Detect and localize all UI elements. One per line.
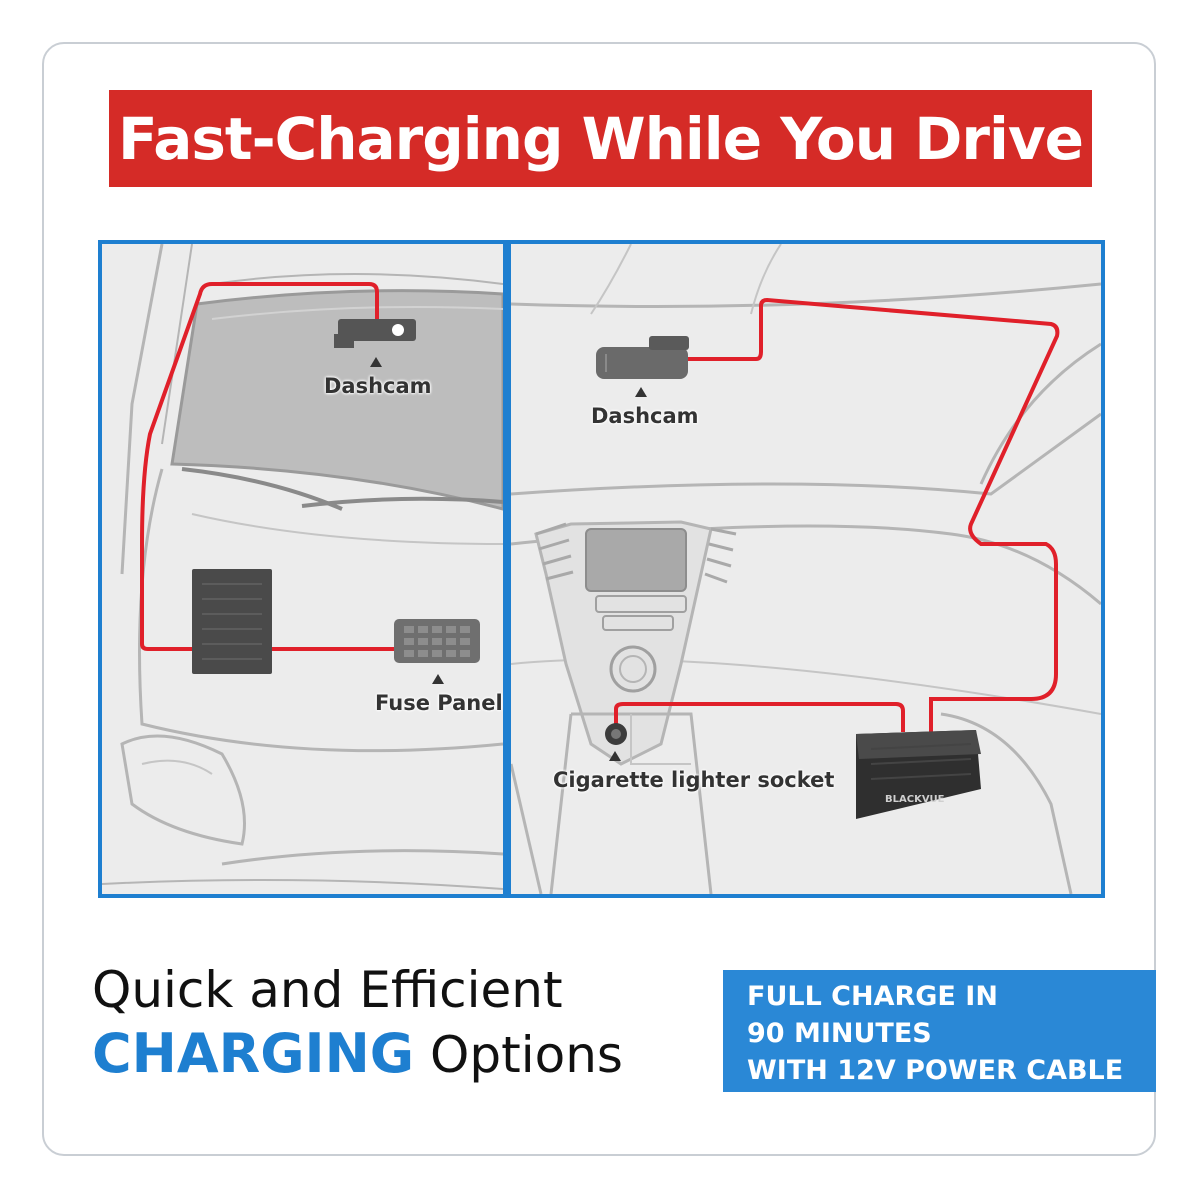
dashcam-pointer-icon <box>635 387 647 397</box>
car-interior-illustration <box>511 244 1101 894</box>
fuse-pointer-icon <box>432 674 444 684</box>
tagline-rest: Options <box>430 1026 623 1084</box>
info-line-3: WITH 12V POWER CABLE <box>747 1055 1124 1086</box>
socket-pointer-icon <box>609 751 621 761</box>
dashcam-pointer-icon <box>370 357 382 367</box>
tagline: Quick and Efficient CHARGING Options <box>92 958 623 1087</box>
battery-pack-icon <box>192 569 272 674</box>
dashcam-icon <box>596 347 688 379</box>
dashcam-label: Dashcam <box>324 374 432 398</box>
tagline-highlight: CHARGING <box>92 1022 415 1085</box>
socket-label: Cigarette lighter socket <box>553 768 835 792</box>
dashcam-label: Dashcam <box>591 404 699 428</box>
tagline-line2: CHARGING Options <box>92 1022 623 1087</box>
charge-info-box: FULL CHARGE IN 90 MINUTES WITH 12V POWER… <box>723 970 1156 1092</box>
car-exterior-illustration <box>102 244 503 890</box>
info-line-1: FULL CHARGE IN <box>747 981 998 1012</box>
fuse-panel-label: Fuse Panel <box>375 691 503 715</box>
exterior-install-diagram: Dashcam Fuse Panel <box>98 240 507 898</box>
info-line-2: 90 MINUTES <box>747 1018 932 1049</box>
battery-brand-label: BLACKVUE <box>885 794 945 805</box>
infotainment-screen-icon <box>585 528 687 592</box>
banner-title: Fast-Charging While You Drive <box>117 104 1084 173</box>
tagline-line1: Quick and Efficient <box>92 961 563 1019</box>
title-banner: Fast-Charging While You Drive <box>109 90 1092 187</box>
interior-install-diagram: BLACKVUE Dashcam Cigarette lighter socke… <box>507 240 1105 898</box>
